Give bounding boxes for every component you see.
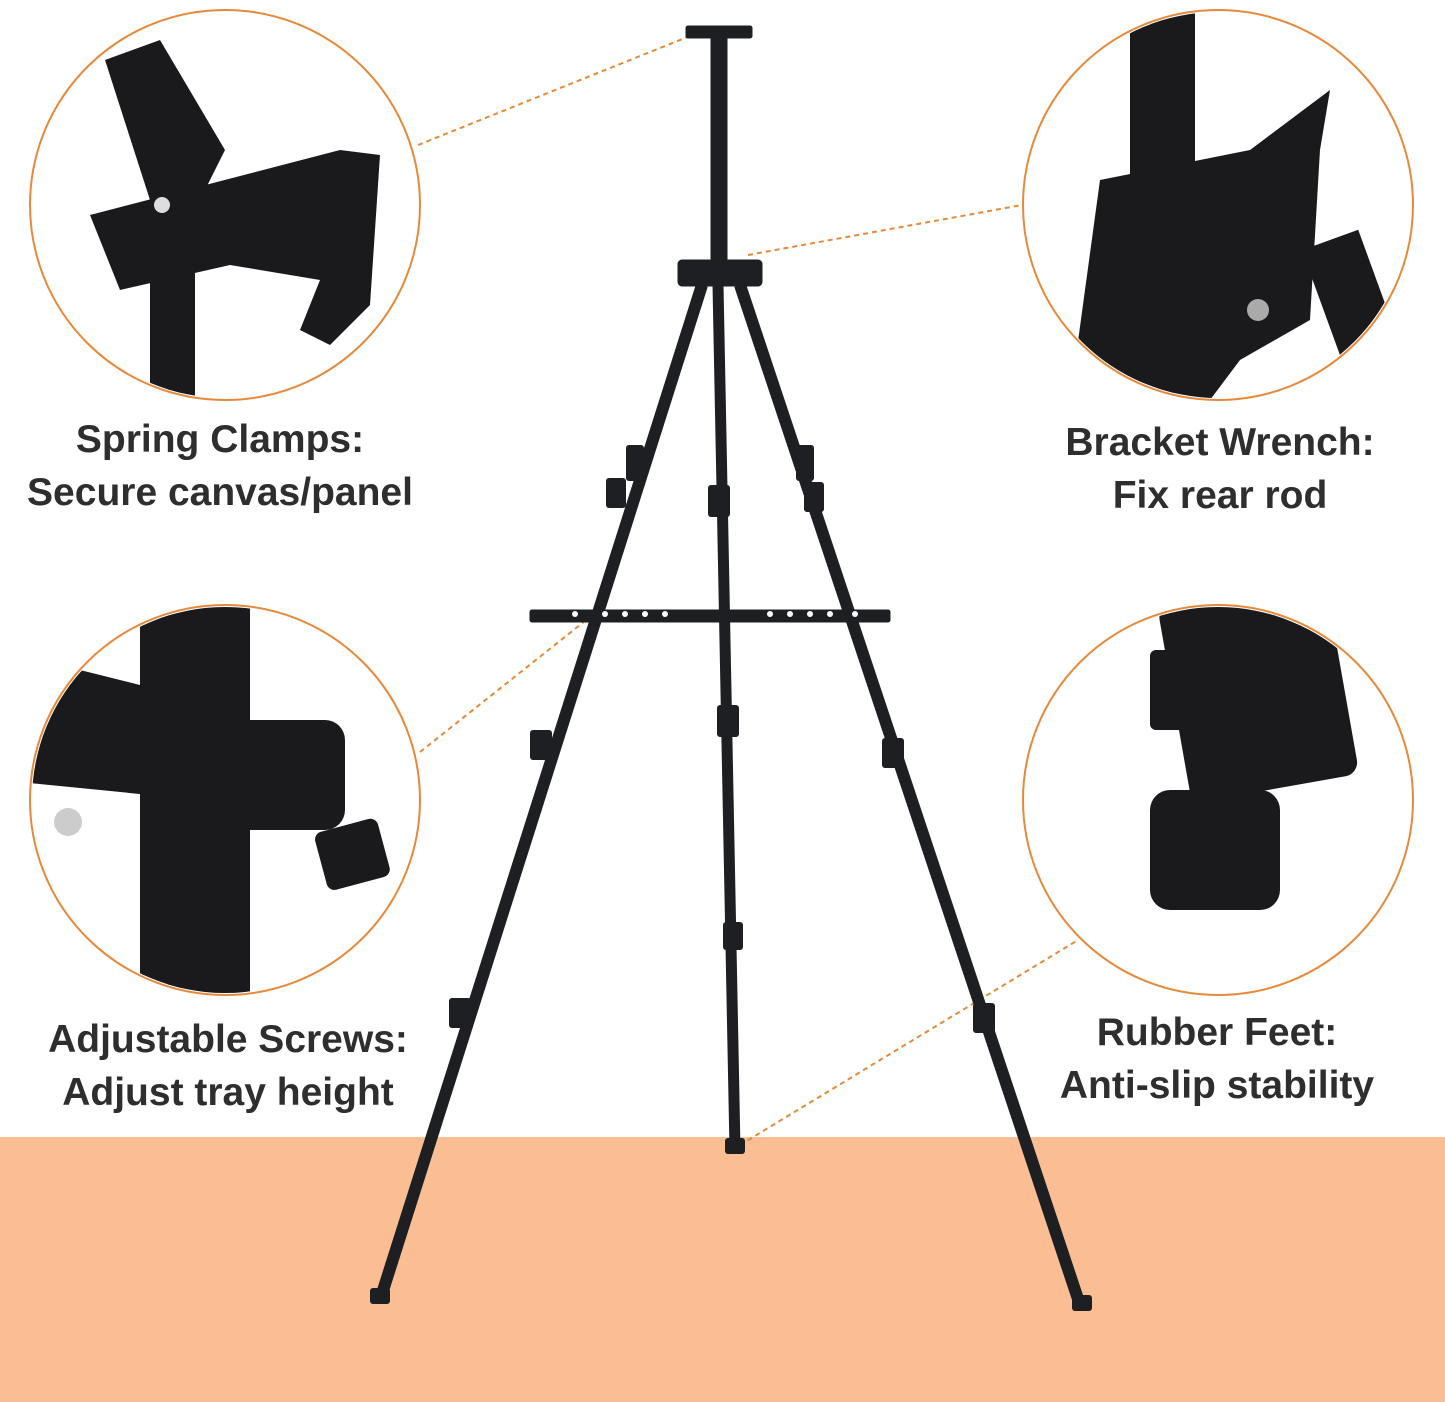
feature-label-spring-clamps: Spring Clamps: Secure canvas/panel: [0, 413, 440, 519]
feature-subtitle: Adjust tray height: [62, 1071, 394, 1114]
adjustable-screw-detail: [29, 604, 421, 996]
feature-label-rubber-feet: Rubber Feet: Anti-slip stability: [997, 1006, 1437, 1112]
leader-lines: [417, 35, 1079, 1146]
spring-clamp-detail: [29, 9, 421, 401]
feature-title: Spring Clamps:: [75, 418, 365, 461]
bracket-wrench-detail: [1022, 9, 1414, 401]
feature-title: Adjustable Screws:: [48, 1018, 408, 1061]
feature-subtitle: Anti-slip stability: [1059, 1064, 1375, 1107]
easel: [370, 25, 1092, 1311]
feature-subtitle: Secure canvas/panel: [27, 471, 413, 514]
feature-title: Rubber Feet:: [1096, 1011, 1338, 1054]
floor: [0, 1137, 1445, 1402]
feature-label-bracket-wrench: Bracket Wrench: Fix rear rod: [1000, 416, 1440, 522]
feature-label-adjustable-screws: Adjustable Screws: Adjust tray height: [8, 1013, 448, 1119]
feature-subtitle: Fix rear rod: [1112, 474, 1328, 517]
rubber-foot-detail: [1022, 604, 1414, 996]
feature-title: Bracket Wrench:: [1065, 421, 1375, 464]
